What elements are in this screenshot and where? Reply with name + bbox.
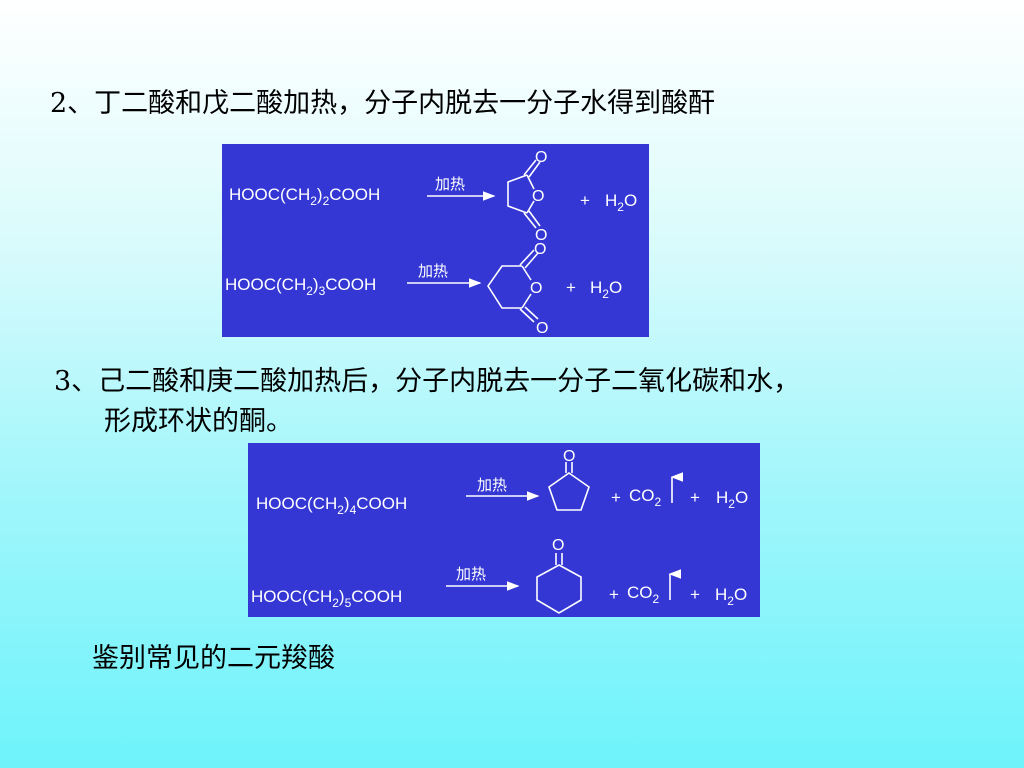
plus-sign: + (611, 488, 621, 507)
heat-label: 加热 (435, 175, 465, 193)
ring-oxygen: O (530, 280, 542, 297)
carbonyl-oxygen: O (552, 537, 564, 554)
heading-succinic-glutaric: 2、丁二酸和戊二酸加热，分子内脱去一分子水得到酸酐 (50, 88, 716, 119)
reactant-glutaric-acid: HOOC(CH2)3COOH (225, 275, 376, 298)
plus-sign: + (690, 488, 700, 507)
anhydride-scheme: HOOC(CH2)2COOH 加热 O O O + H2O HOOC(CH2)3… (225, 149, 637, 337)
ring-oxygen: O (532, 188, 544, 205)
carbonyl-oxygen: O (563, 448, 575, 465)
carbonyl-oxygen: O (534, 241, 546, 258)
reactant-pimelic-acid: HOOC(CH2)5COOH (251, 587, 402, 610)
glutaric-anhydride-structure: O O O (487, 241, 548, 337)
plus-sign: + (566, 278, 576, 297)
product-carbon-dioxide: CO2 (629, 486, 662, 509)
heading-identification: 鉴别常见的二元羧酸 (92, 643, 335, 674)
product-water: H2O (716, 488, 748, 511)
carbonyl-oxygen: O (535, 227, 547, 244)
reactant-adipic-acid: HOOC(CH2)4COOH (256, 494, 407, 517)
succinic-anhydride-structure: O O O (507, 149, 547, 244)
heading-line-1: 3、己二酸和庚二酸加热后，分子内脱去一分子二氧化碳和水， (54, 366, 801, 397)
plus-sign: + (580, 191, 590, 210)
carbonyl-oxygen: O (536, 320, 548, 337)
product-water: H2O (715, 585, 747, 608)
cyclohexanone-structure: O (536, 537, 582, 614)
product-water: H2O (605, 191, 637, 214)
product-water: H2O (590, 278, 622, 301)
reaction-panel-anhydride: HOOC(CH2)2COOH 加热 O O O + H2O HOOC(CH2)3… (222, 144, 649, 337)
plus-sign: + (609, 585, 619, 604)
heading-line-2: 形成环状的酮。 (104, 406, 293, 437)
product-carbon-dioxide: CO2 (627, 583, 660, 606)
heat-label: 加热 (456, 565, 486, 583)
heading-adipic-pimelic: 3、己二酸和庚二酸加热后，分子内脱去一分子二氧化碳和水， 形成环状的酮。 (54, 362, 800, 442)
ketone-scheme: HOOC(CH2)4COOH 加热 O + CO2 + H2O HOOC(CH2… (251, 448, 748, 614)
reaction-panel-ketone: HOOC(CH2)4COOH 加热 O + CO2 + H2O HOOC(CH2… (248, 443, 760, 617)
cyclopentanone-structure: O (548, 448, 590, 511)
plus-sign: + (690, 585, 700, 604)
reactant-succinic-acid: HOOC(CH2)2COOH (229, 185, 380, 208)
carbonyl-oxygen: O (535, 149, 547, 166)
heat-label: 加热 (477, 476, 507, 494)
heat-label: 加热 (418, 262, 448, 280)
